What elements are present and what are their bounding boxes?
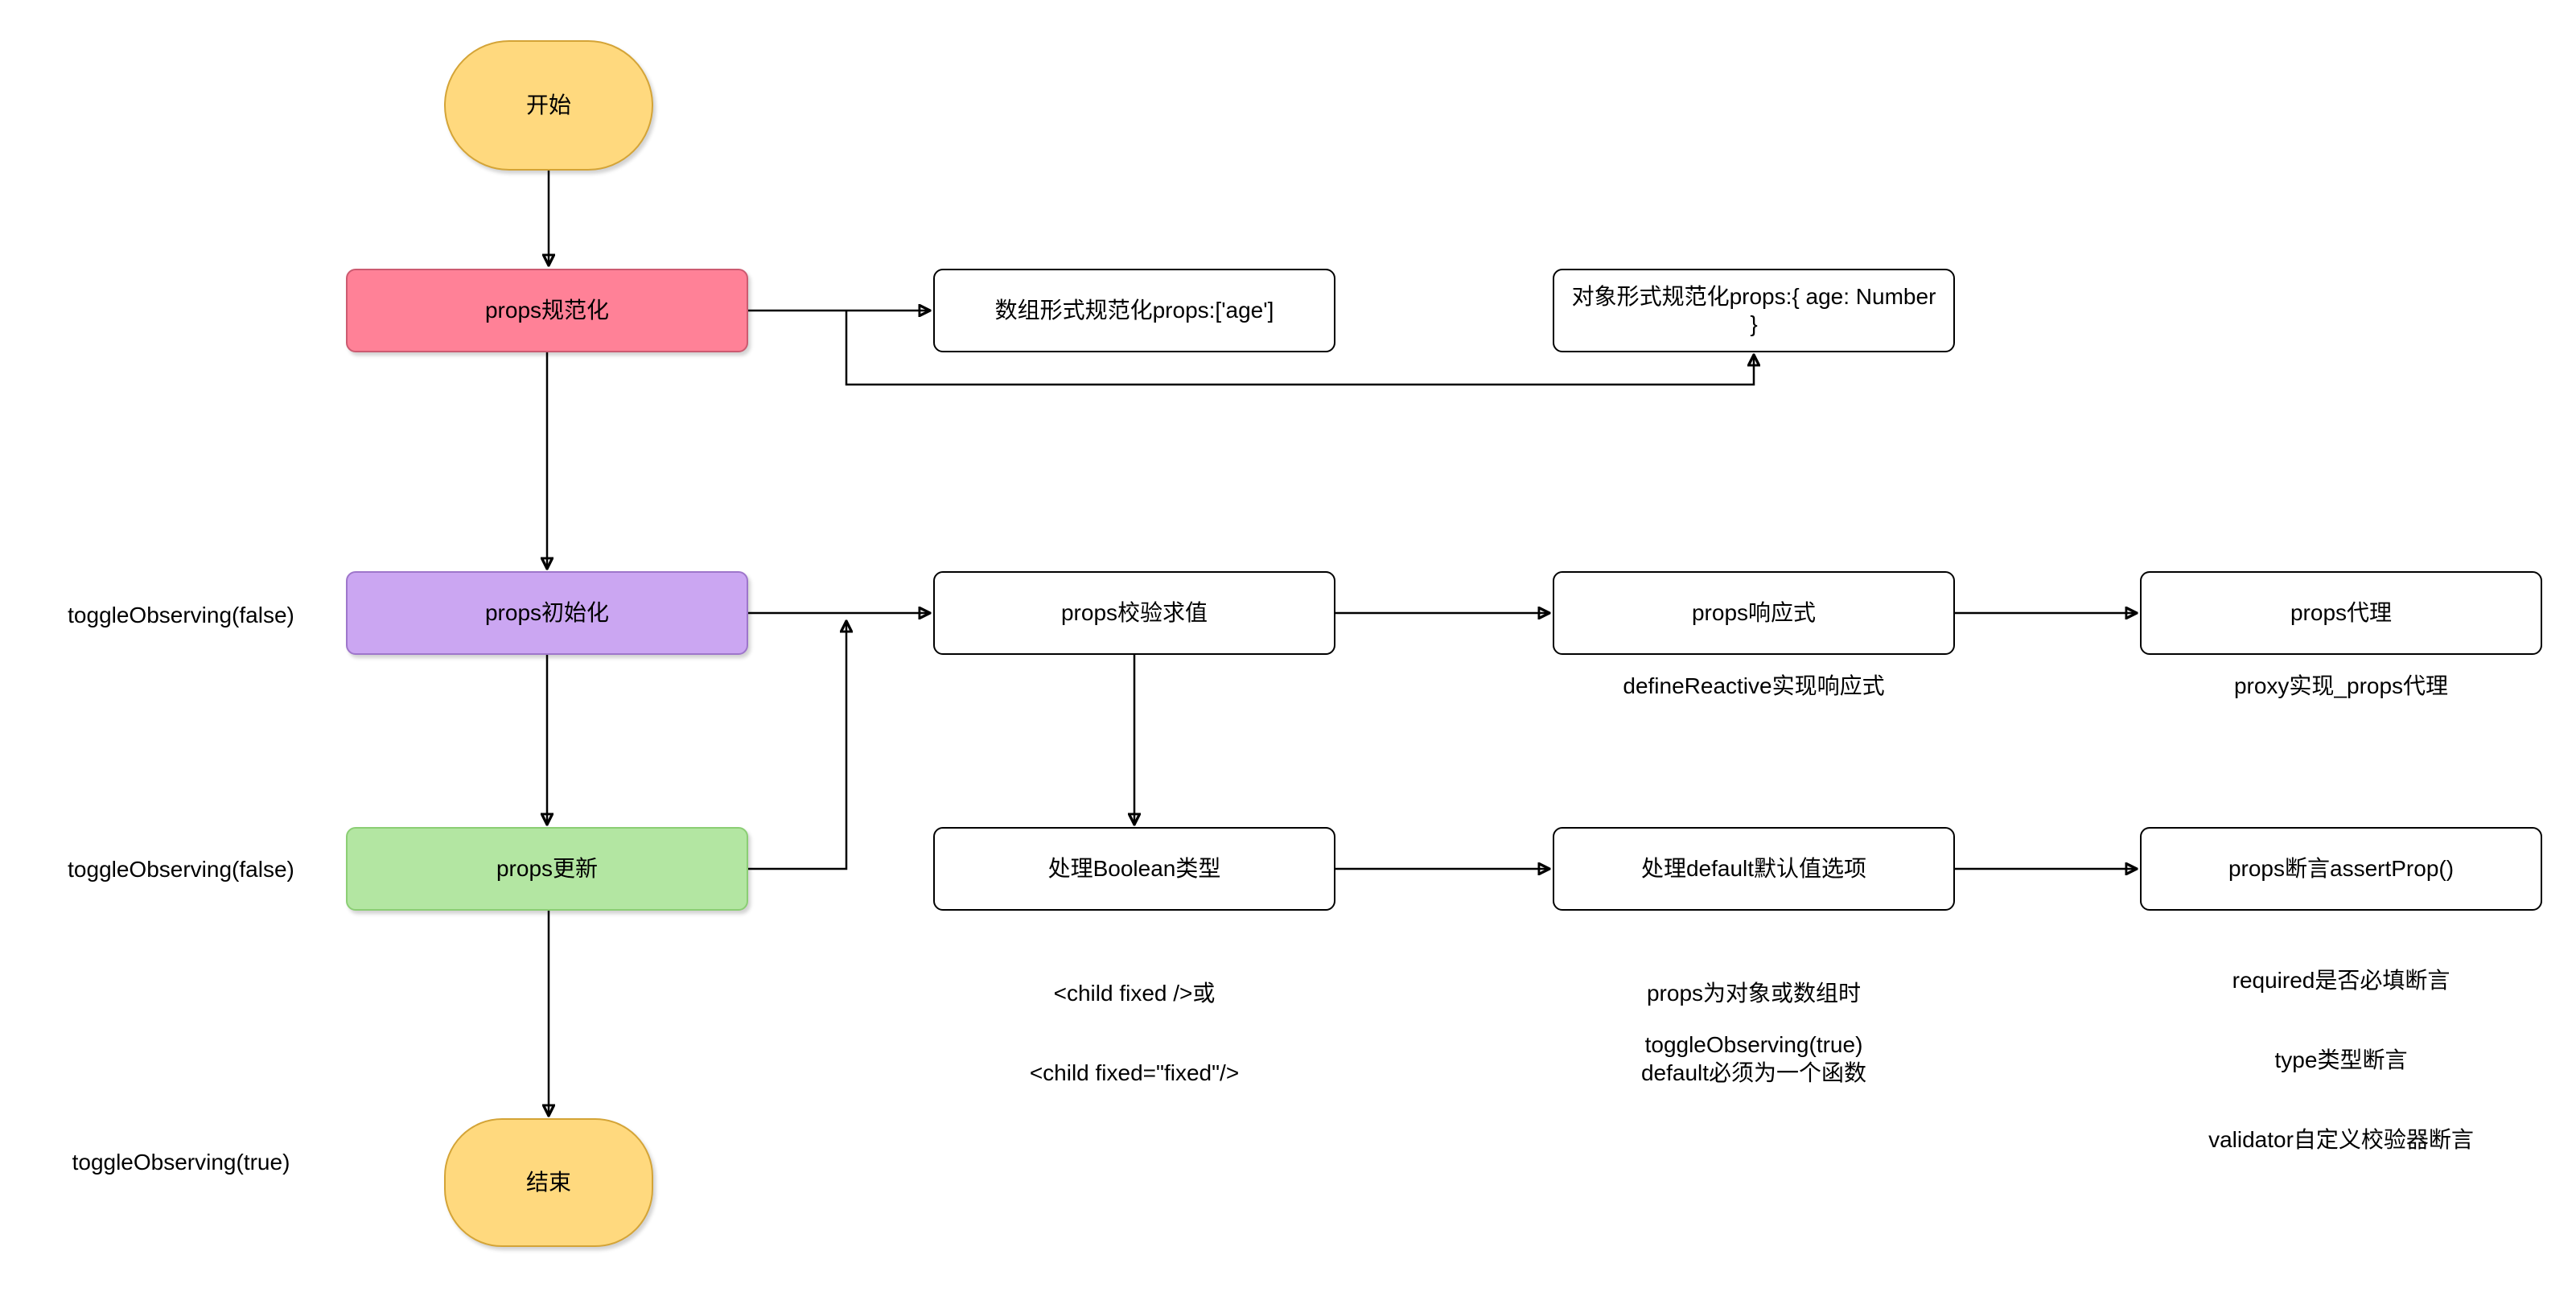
node-handle-boolean-label: 处理Boolean类型 — [1047, 856, 1221, 881]
node-props-proxy-label: props代理 — [2290, 600, 2393, 625]
node-handle-default-label: 处理default默认值选项 — [1640, 856, 1867, 881]
node-props-proxy: props代理 — [2140, 571, 2542, 655]
node-handle-default: 处理default默认值选项 — [1553, 827, 1955, 911]
node-props-assert: props断言assertProp() — [2140, 827, 2542, 911]
node-props-validate-label: props校验求值 — [1060, 600, 1208, 625]
edge-update-validate — [748, 621, 846, 870]
annotation-assert-note: required是否必填断言 type类型断言 validator自定义校验器断… — [2140, 914, 2542, 1206]
annotation-assert-note-line1: required是否必填断言 — [2232, 968, 2450, 993]
node-handle-boolean: 处理Boolean类型 — [933, 827, 1335, 911]
node-props-update-label: props更新 — [496, 856, 599, 881]
annotation-proxy-impl: proxy实现_props代理 — [2233, 673, 2449, 698]
node-props-assert-label: props断言assertProp() — [2228, 856, 2455, 881]
node-array-normalize-label: 数组形式规范化props:['age'] — [994, 298, 1274, 323]
node-end: 结束 — [444, 1118, 653, 1247]
node-props-update: props更新 — [346, 827, 748, 911]
annotation-toggle-observing-false-update: toggleObserving(false) — [68, 857, 294, 882]
annotation-toggle-observing-true-end: toggleObserving(true) — [72, 1150, 290, 1175]
annotation-assert-note-line2: type类型断言 — [2274, 1047, 2408, 1072]
annotation-default-function-note: props为对象或数组时 default必须为一个函数 — [1553, 927, 1955, 1139]
node-props-reactive: props响应式 — [1553, 571, 1955, 655]
node-object-normalize-label: 对象形式规范化props:{ age: Number } — [1571, 284, 1936, 336]
annotation-assert-note-line3: validator自定义校验器断言 — [2208, 1127, 2474, 1152]
node-props-validate: props校验求值 — [933, 571, 1335, 655]
node-props-normalize: props规范化 — [346, 269, 748, 352]
node-props-init-label: props初始化 — [484, 600, 610, 625]
node-props-normalize-label: props规范化 — [484, 298, 610, 323]
node-start: 开始 — [444, 40, 653, 171]
node-props-init: props初始化 — [346, 571, 748, 655]
annotation-toggle-observing-true-default: toggleObserving(true) — [1644, 1032, 1863, 1057]
annotation-child-fixed-line2: <child fixed="fixed"/> — [1029, 1060, 1240, 1085]
annotation-default-function-note-line2: default必须为一个函数 — [1640, 1060, 1867, 1085]
node-array-normalize: 数组形式规范化props:['age'] — [933, 269, 1335, 352]
annotation-default-function-note-line1: props为对象或数组时 — [1646, 981, 1862, 1006]
annotation-child-fixed-line1: <child fixed />或 — [1053, 981, 1216, 1006]
node-object-normalize: 对象形式规范化props:{ age: Number } — [1553, 269, 1955, 352]
node-end-label: 结束 — [525, 1170, 571, 1195]
annotation-toggle-observing-false-init: toggleObserving(false) — [68, 603, 294, 627]
annotation-child-fixed: <child fixed />或 <child fixed="fixed"/> — [933, 927, 1335, 1139]
node-props-reactive-label: props响应式 — [1691, 600, 1817, 625]
annotation-define-reactive: defineReactive实现响应式 — [1623, 673, 1885, 698]
node-start-label: 开始 — [525, 93, 571, 117]
